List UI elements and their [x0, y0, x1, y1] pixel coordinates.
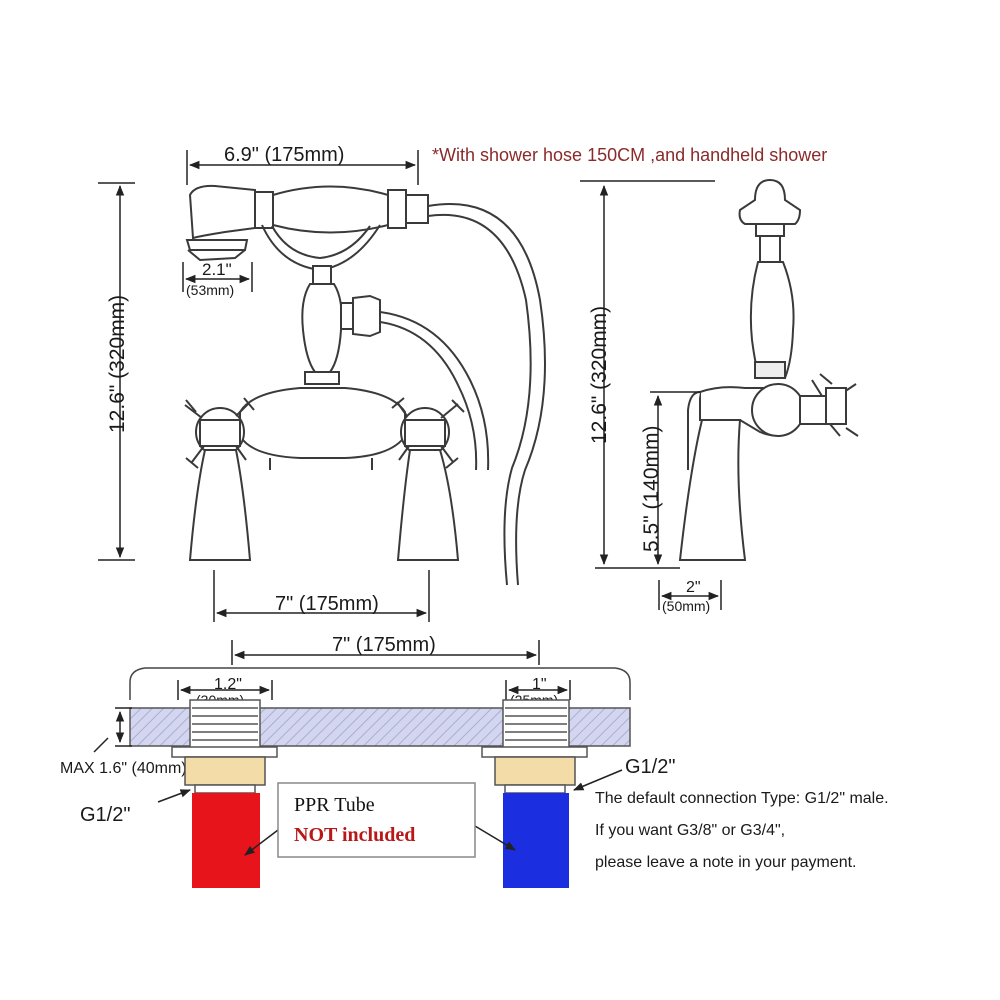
hot-ppr-tube — [192, 793, 260, 888]
right-cross-handle — [391, 397, 465, 561]
left-nut — [184, 756, 266, 786]
side-spout-height-label: 5.5" (140mm) — [640, 426, 663, 553]
right-hole-in: 1" — [532, 676, 547, 693]
left-threaded-shank — [171, 699, 278, 794]
ppr-label-box — [277, 782, 476, 858]
pointer-arrows — [157, 769, 623, 856]
mixer-body — [239, 387, 406, 470]
ppr-not-included: NOT included — [294, 824, 415, 846]
front-view — [184, 184, 546, 586]
handset-icon — [185, 184, 429, 272]
front-spread-label: 7" (175mm) — [275, 593, 379, 615]
connection-line-3: please leave a note in your payment. — [595, 854, 857, 871]
front-height-label: 12.6" (320mm) — [106, 295, 129, 433]
side-height-label: 12.6" (320mm) — [588, 306, 611, 444]
front-dimensions — [98, 150, 430, 622]
cradle-stem — [301, 265, 381, 385]
left-cross-handle — [184, 397, 255, 561]
side-view — [678, 178, 859, 561]
ppr-title: PPR Tube — [294, 794, 375, 816]
shower-hose-note: *With shower hose 150CM ,and handheld sh… — [432, 145, 827, 165]
side-base-width-mm: (50mm) — [662, 598, 710, 614]
cold-ppr-tube — [503, 793, 569, 888]
thread-right-label: G1/2" — [625, 756, 675, 778]
side-base-width-in: 2" — [686, 579, 701, 596]
right-threaded-shank — [481, 699, 588, 794]
handset-width-mm: (53mm) — [186, 282, 234, 298]
connection-line-2: If you want G3/8" or G3/4", — [595, 822, 785, 839]
max-thickness-label: MAX 1.6" (40mm) — [60, 760, 187, 777]
shower-hose — [379, 203, 546, 586]
thread-left-label: G1/2" — [80, 804, 130, 826]
install-center-label: 7" (175mm) — [332, 634, 436, 656]
side-dimensions — [580, 180, 722, 610]
front-width-label: 6.9" (175mm) — [224, 144, 344, 166]
side-handset-icon — [738, 178, 802, 225]
handset-width-in: 2.1" — [202, 260, 232, 279]
connection-line-1: The default connection Type: G1/2" male. — [595, 790, 889, 807]
right-nut — [494, 756, 576, 786]
install-dimensions — [177, 640, 571, 700]
left-hole-in: 1.2" — [214, 676, 242, 693]
